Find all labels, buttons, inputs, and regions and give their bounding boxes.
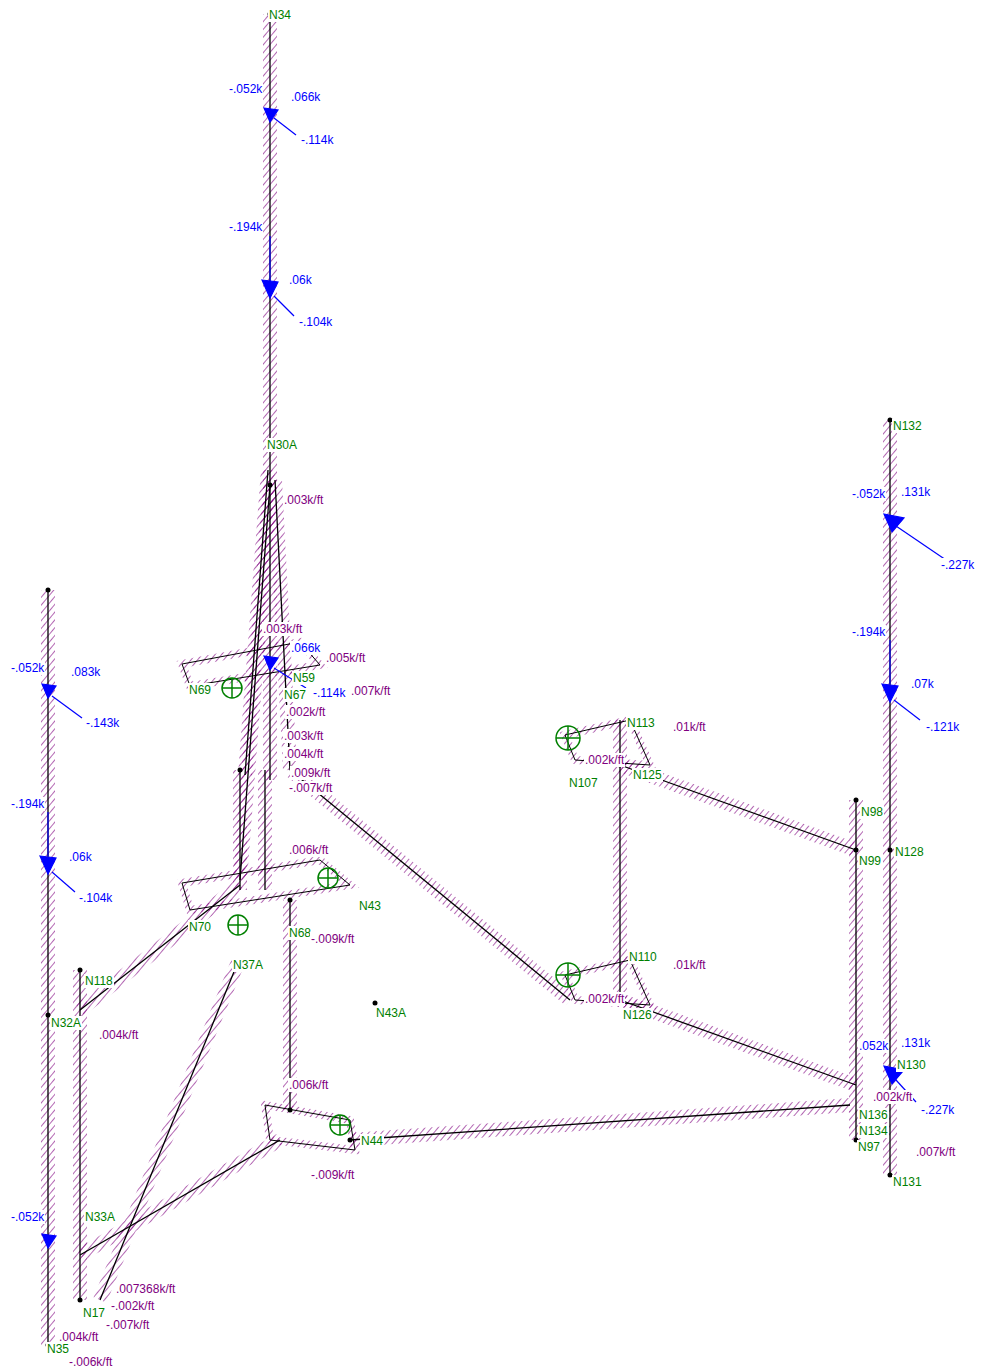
load-value: -.052k (228, 82, 263, 96)
distributed-load: .003k/ft (283, 493, 324, 507)
distributed-load: .003k/ft (262, 622, 303, 636)
node-label: N107 (568, 776, 599, 790)
node-label: N130 (896, 1058, 927, 1072)
distributed-load: -.009k/ft (310, 932, 355, 946)
load-value: .052k (858, 1039, 889, 1053)
distributed-load: .007368k/ft (115, 1282, 176, 1296)
distributed-load: .006k/ft (288, 1078, 329, 1092)
load-value: .07k (910, 677, 935, 691)
distributed-load: .002k/ft (872, 1090, 913, 1104)
distributed-load: .002k/ft (285, 705, 326, 719)
load-value: .06k (68, 850, 93, 864)
load-value: -.194k (228, 220, 263, 234)
node-label: N98 (860, 805, 884, 819)
load-value: -.052k (10, 661, 45, 675)
node-label: N30A (266, 438, 298, 452)
load-value: -.104k (78, 891, 113, 905)
distributed-load: -.009k/ft (310, 1168, 355, 1182)
node-label: N33A (84, 1210, 116, 1224)
distributed-load: -.006k/ft (68, 1355, 113, 1369)
node-label: N126 (622, 1008, 653, 1022)
distributed-load: .01k/ft (672, 720, 707, 734)
distributed-load: .003k/ft (283, 729, 324, 743)
load-value: .131k (900, 485, 931, 499)
distributed-load: .004k/ft (283, 747, 324, 761)
load-value: -.194k (851, 625, 886, 639)
node-label: N44 (360, 1134, 384, 1148)
distributed-load: .007k/ft (350, 684, 391, 698)
distributed-load: .005k/ft (325, 651, 366, 665)
load-value: -.227k (920, 1103, 955, 1117)
node-label: N99 (858, 854, 882, 868)
node-label: N70 (188, 920, 212, 934)
node-label: N69 (188, 683, 212, 697)
distributed-load: .004k/ft (98, 1028, 139, 1042)
node-label: N132 (892, 419, 923, 433)
load-value: .131k (900, 1036, 931, 1050)
node-label: N131 (892, 1175, 923, 1189)
load-value: -.052k (851, 487, 886, 501)
distributed-load: .01k/ft (672, 958, 707, 972)
node-label: N113 (626, 716, 656, 730)
distributed-load: .002k/ft (584, 992, 625, 1006)
node-label: N136 (858, 1108, 889, 1122)
node-label: N43 (358, 899, 382, 913)
node-label: N68 (288, 926, 312, 940)
node-label: N67 (283, 688, 307, 702)
distributed-load: .007k/ft (915, 1145, 956, 1159)
node-label: N17 (82, 1306, 106, 1320)
node-label: N43A (375, 1006, 407, 1020)
load-value: -.194k (10, 797, 45, 811)
distributed-load: .006k/ft (288, 843, 329, 857)
node-label: N134 (858, 1124, 889, 1138)
node-label: N118 (84, 974, 114, 988)
load-value: -.227k (940, 558, 975, 572)
node-label: N37A (232, 958, 264, 972)
node-label: N59 (292, 671, 316, 685)
node-label: N110 (628, 950, 658, 964)
node-label: N125 (632, 768, 663, 782)
load-value: -.143k (85, 716, 120, 730)
node-label: N128 (894, 845, 925, 859)
load-value: .066k (290, 641, 321, 655)
load-value: -.114k (312, 686, 346, 700)
distributed-load: -.007k/ft (288, 781, 333, 795)
distributed-load: -.007k/ft (105, 1318, 150, 1332)
node-label: N34 (268, 8, 292, 22)
node-label: N35 (46, 1342, 70, 1356)
distributed-load: .002k/ft (584, 753, 625, 767)
distributed-load: -.002k/ft (110, 1299, 155, 1313)
load-value: .083k (70, 665, 101, 679)
load-value: -.114k (300, 133, 334, 147)
load-value: -.121k (925, 720, 960, 734)
node-label: N32A (50, 1016, 82, 1030)
distributed-load: .009k/ft (290, 766, 331, 780)
node-label: N97 (857, 1140, 881, 1154)
load-value: .066k (290, 90, 321, 104)
load-value: -.104k (298, 315, 333, 329)
load-value: -.052k (10, 1210, 45, 1224)
load-value: .06k (288, 273, 313, 287)
